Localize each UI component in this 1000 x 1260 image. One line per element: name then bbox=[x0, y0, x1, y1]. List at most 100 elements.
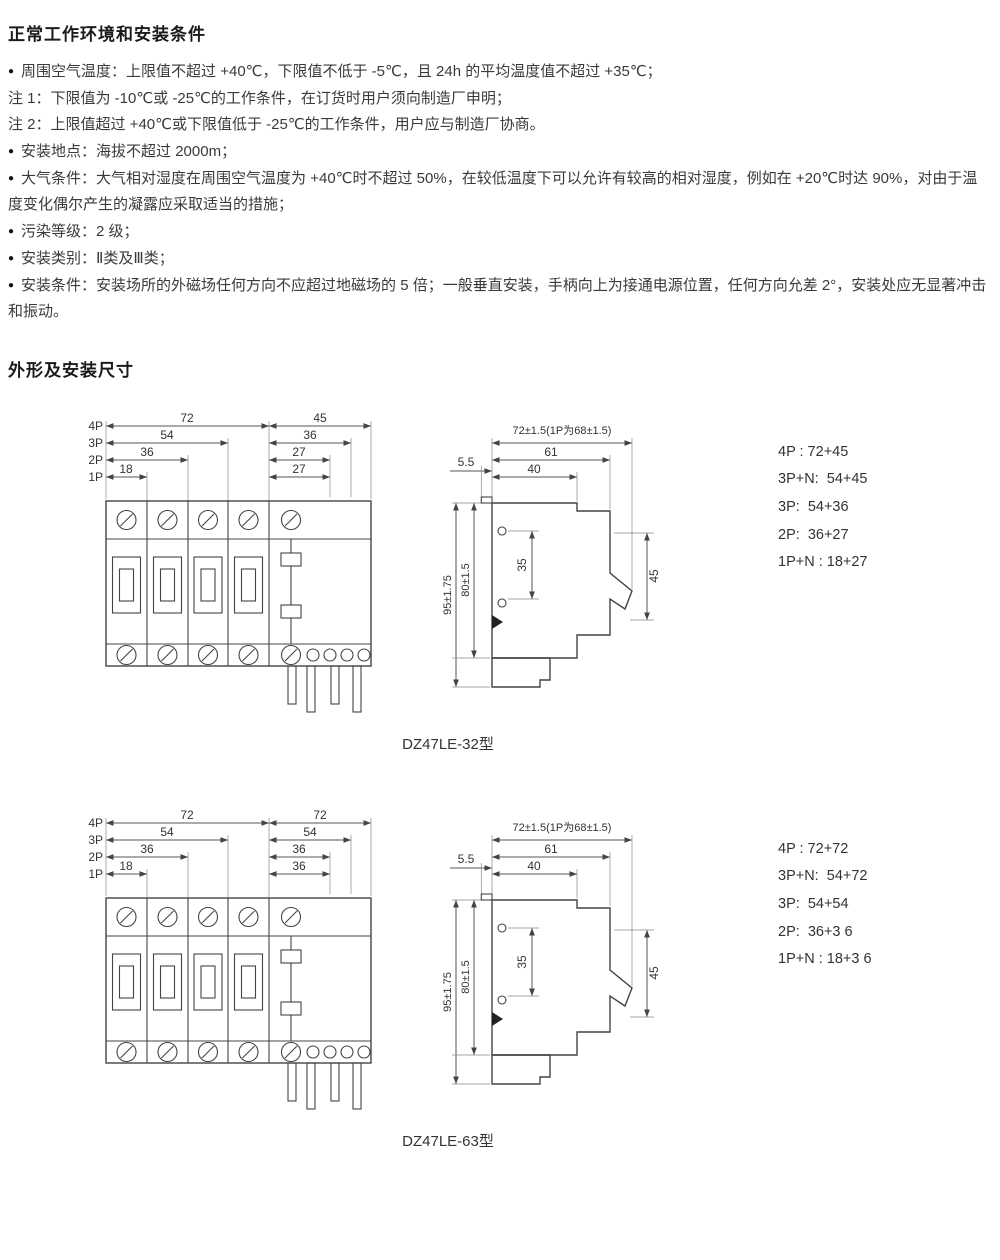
figure-dz47le-63: 4P 3P 2P 1P bbox=[8, 808, 988, 1151]
conditions-list: ● 周围空气温度：上限值不超过 +40℃，下限值不低于 -5℃，且 24h 的平均… bbox=[8, 59, 988, 326]
dim-80: 80±1.5 bbox=[460, 563, 472, 597]
condition-item: ●安装地点：海拔不超过 2000m； bbox=[8, 139, 988, 166]
pole-label-4p: 4P bbox=[88, 419, 103, 433]
dim-45: 45 bbox=[647, 569, 661, 583]
dim-61: 61 bbox=[544, 842, 558, 856]
pole-label-3p: 3P bbox=[88, 436, 103, 450]
dim-width-2p: 36 bbox=[140, 445, 154, 459]
dim-rcd-1p: 27 bbox=[292, 462, 306, 476]
front-dimension-labels: 72 54 36 18 72 54 36 36 bbox=[119, 808, 327, 873]
dim-5-5: 5.5 bbox=[458, 455, 475, 469]
side-dimension-lines bbox=[450, 437, 654, 688]
dim-45: 45 bbox=[647, 966, 661, 980]
condition-note: 注 1：下限值为 -10℃或 -25℃的工作条件，在订货时用户须向制造厂申明； bbox=[8, 86, 988, 113]
figure-dz47le-32: 4P 3P 2P 1P bbox=[8, 411, 988, 754]
dim-5-5: 5.5 bbox=[458, 852, 475, 866]
breaker-body bbox=[105, 500, 372, 667]
rcd-section bbox=[280, 509, 371, 665]
dim-rcd-4p: 45 bbox=[313, 411, 327, 425]
bullet-icon: ● bbox=[8, 66, 15, 77]
dim-rcd-1p: 36 bbox=[292, 859, 306, 873]
pole-labels: 4P 3P 2P 1P bbox=[88, 419, 103, 484]
dim-rcd-3p: 36 bbox=[303, 428, 317, 442]
dim-40: 40 bbox=[527, 859, 541, 873]
rcd-section bbox=[280, 906, 371, 1062]
dim-rcd-4p: 72 bbox=[313, 808, 327, 822]
condition-text: 注 2：上限值超过 +40℃或下限值低于 -25℃的工作条件，用户应与制造厂协商… bbox=[8, 116, 545, 134]
side-dimension-lines bbox=[450, 834, 654, 1085]
condition-text: 安装类别：Ⅱ类及Ⅲ类； bbox=[21, 249, 174, 267]
spec-item: 3P+N: 54+45 bbox=[778, 471, 868, 488]
spec-item: 1P+N : 18+3 6 bbox=[778, 951, 872, 968]
document-page: 正常工作环境和安装条件 ● 周围空气温度：上限值不超过 +40℃，下限值不低于 -… bbox=[8, 20, 988, 1151]
dim-width-1p: 18 bbox=[119, 859, 133, 873]
front-dimension-lines bbox=[105, 817, 372, 898]
dim-rcd-2p: 36 bbox=[292, 842, 306, 856]
pole-label-1p: 1P bbox=[88, 470, 103, 484]
figure-caption: DZ47LE-63型 bbox=[402, 1132, 494, 1150]
dim-61: 61 bbox=[544, 445, 558, 459]
dim-width-2p: 36 bbox=[140, 842, 154, 856]
condition-text: 污染等级：2 级； bbox=[21, 223, 139, 241]
condition-item: ● 安装类别：Ⅱ类及Ⅲ类； bbox=[8, 246, 988, 273]
front-dimension-labels: 72 54 36 18 45 36 27 27 bbox=[119, 411, 327, 476]
pole-label-2p: 2P bbox=[88, 453, 103, 467]
condition-text: 安装条件：安装场所的外磁场任何方向不应超过地磁场的 5 倍；一般垂直安装，手柄向… bbox=[8, 276, 987, 321]
toggle-handles bbox=[111, 953, 264, 1011]
bullet-icon: ● bbox=[8, 146, 15, 158]
spec-item: 3P+N: 54+72 bbox=[778, 868, 868, 885]
dim-40: 40 bbox=[527, 462, 541, 476]
dim-width-4p: 72 bbox=[180, 808, 194, 822]
breaker-body bbox=[105, 897, 372, 1064]
side-view-drawing: 72±1.5(1P为68±1.5) 61 40 5.5 95±1.75 80±1… bbox=[442, 821, 661, 1085]
bullet-icon: ● bbox=[8, 172, 15, 184]
bullet-icon: ● bbox=[8, 279, 15, 291]
condition-note: 注 2：上限值超过 +40℃或下限值低于 -25℃的工作条件，用户应与制造厂协商… bbox=[8, 112, 988, 139]
spec-item: 1P+N : 18+27 bbox=[778, 554, 868, 571]
rail-clip-marker bbox=[492, 614, 503, 629]
condition-item: ●大气条件：大气相对湿度在周围空气温度为 +40℃时不超过 50%，在较低温度下… bbox=[8, 166, 988, 219]
section-title-dimensions: 外形及安装尺寸 bbox=[8, 360, 134, 380]
side-dimension-labels: 72±1.5(1P为68±1.5) 61 40 5.5 95±1.75 80±1… bbox=[442, 821, 661, 1012]
front-view-drawing: 4P 3P 2P 1P bbox=[88, 411, 372, 713]
side-body bbox=[480, 893, 633, 1085]
terminal-legs bbox=[287, 665, 362, 713]
bullet-icon: ● bbox=[8, 252, 15, 264]
side-dimension-labels: 72±1.5(1P为68±1.5) 61 40 5.5 95±1.75 80±1… bbox=[442, 424, 661, 615]
condition-text: 大气条件：大气相对湿度在周围空气温度为 +40℃时不超过 50%，在较低温度下可… bbox=[8, 169, 978, 214]
dim-width-1p: 18 bbox=[119, 462, 133, 476]
dimension-spec-list: 4P : 72+72 3P+N: 54+72 3P: 54+54 2P: 36+… bbox=[778, 808, 872, 974]
pole-label-1p: 1P bbox=[88, 867, 103, 881]
condition-item: ●安装条件：安装场所的外磁场任何方向不应超过地磁场的 5 倍；一般垂直安装，手柄… bbox=[8, 273, 988, 326]
spec-item: 2P: 36+3 6 bbox=[778, 923, 853, 940]
terminal-legs bbox=[287, 1062, 362, 1110]
dim-80: 80±1.5 bbox=[460, 960, 472, 994]
dim-35: 35 bbox=[515, 955, 529, 969]
bullet-icon: ● bbox=[8, 226, 15, 238]
side-body bbox=[480, 496, 633, 688]
section-title-conditions: 正常工作环境和安装条件 bbox=[8, 25, 206, 44]
spec-item: 4P : 72+72 bbox=[778, 840, 849, 857]
dim-width-4p: 72 bbox=[180, 411, 194, 425]
front-dimension-lines bbox=[105, 420, 372, 501]
dim-35: 35 bbox=[515, 558, 529, 572]
toggle-handles bbox=[111, 556, 264, 614]
pole-label-4p: 4P bbox=[88, 816, 103, 830]
condition-text: 周围空气温度：上限值不超过 +40℃，下限值不低于 -5℃，且 24h 的平均温… bbox=[21, 63, 662, 80]
condition-item: ● 污染等级：2 级； bbox=[8, 219, 988, 246]
spec-item: 2P: 36+27 bbox=[778, 526, 849, 543]
front-view-drawing: 4P 3P 2P 1P bbox=[88, 808, 372, 1110]
condition-item: ● 周围空气温度：上限值不超过 +40℃，下限值不低于 -5℃，且 24h 的平均… bbox=[8, 59, 988, 86]
dim-width-3p: 54 bbox=[160, 428, 174, 442]
dim-width-3p: 54 bbox=[160, 825, 174, 839]
dimension-spec-list: 4P : 72+45 3P+N: 54+45 3P: 54+36 2P: 36+… bbox=[778, 411, 868, 577]
spec-item: 3P: 54+36 bbox=[778, 498, 849, 515]
pole-labels: 4P 3P 2P 1P bbox=[88, 816, 103, 881]
dim-rcd-2p: 27 bbox=[292, 445, 306, 459]
pole-label-3p: 3P bbox=[88, 833, 103, 847]
spec-item: 3P: 54+54 bbox=[778, 895, 849, 912]
figure-caption: DZ47LE-32型 bbox=[402, 735, 494, 753]
spec-item: 4P : 72+45 bbox=[778, 443, 849, 460]
screw-terminals bbox=[116, 509, 259, 665]
rail-clip-marker bbox=[492, 1011, 503, 1026]
